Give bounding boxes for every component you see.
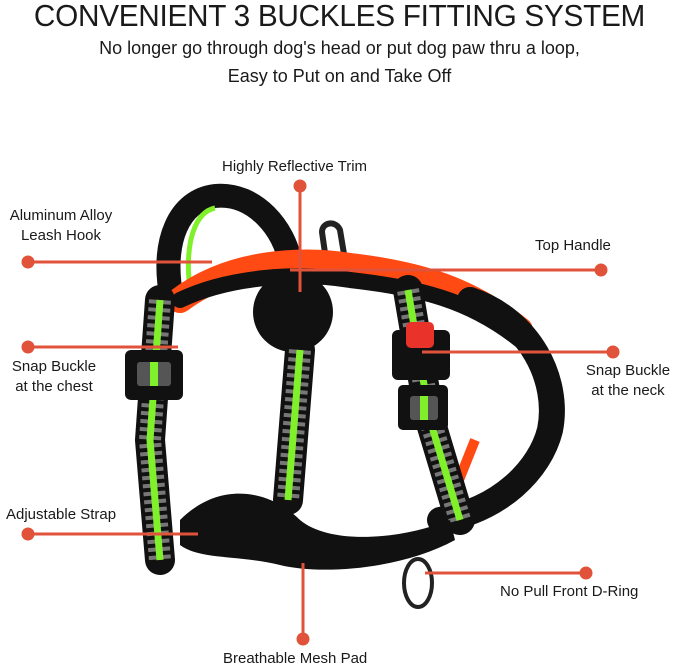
label-chest-buckle-line1: Snap Buckle bbox=[11, 358, 97, 375]
label-adjustable-strap: Adjustable Strap bbox=[6, 506, 117, 523]
label-leash-hook: Aluminum Alloy Leash Hook bbox=[0, 206, 122, 246]
subtitle-line-1: No longer go through dog's head or put d… bbox=[99, 38, 580, 58]
page-title: CONVENIENT 3 BUCKLES FITTING SYSTEM bbox=[33, 0, 646, 33]
label-top-handle: Top Handle bbox=[535, 237, 611, 254]
subtitle-line-2: Easy to Put on and Take Off bbox=[227, 66, 452, 86]
label-reflective-trim: Highly Reflective Trim bbox=[222, 158, 368, 175]
label-leash-hook-line1: Aluminum Alloy bbox=[9, 207, 113, 224]
label-neck-buckle: Snap Buckle at the neck bbox=[578, 361, 678, 401]
label-neck-buckle-line2: at the neck bbox=[591, 382, 665, 399]
label-chest-buckle: Snap Buckle at the chest bbox=[4, 357, 104, 397]
label-neck-buckle-line1: Snap Buckle bbox=[585, 362, 671, 379]
label-d-ring: No Pull Front D-Ring bbox=[500, 583, 639, 600]
label-chest-buckle-line2: at the chest bbox=[15, 378, 93, 395]
label-leash-hook-line2: Leash Hook bbox=[20, 227, 102, 244]
label-mesh-pad: Breathable Mesh Pad bbox=[223, 650, 368, 667]
